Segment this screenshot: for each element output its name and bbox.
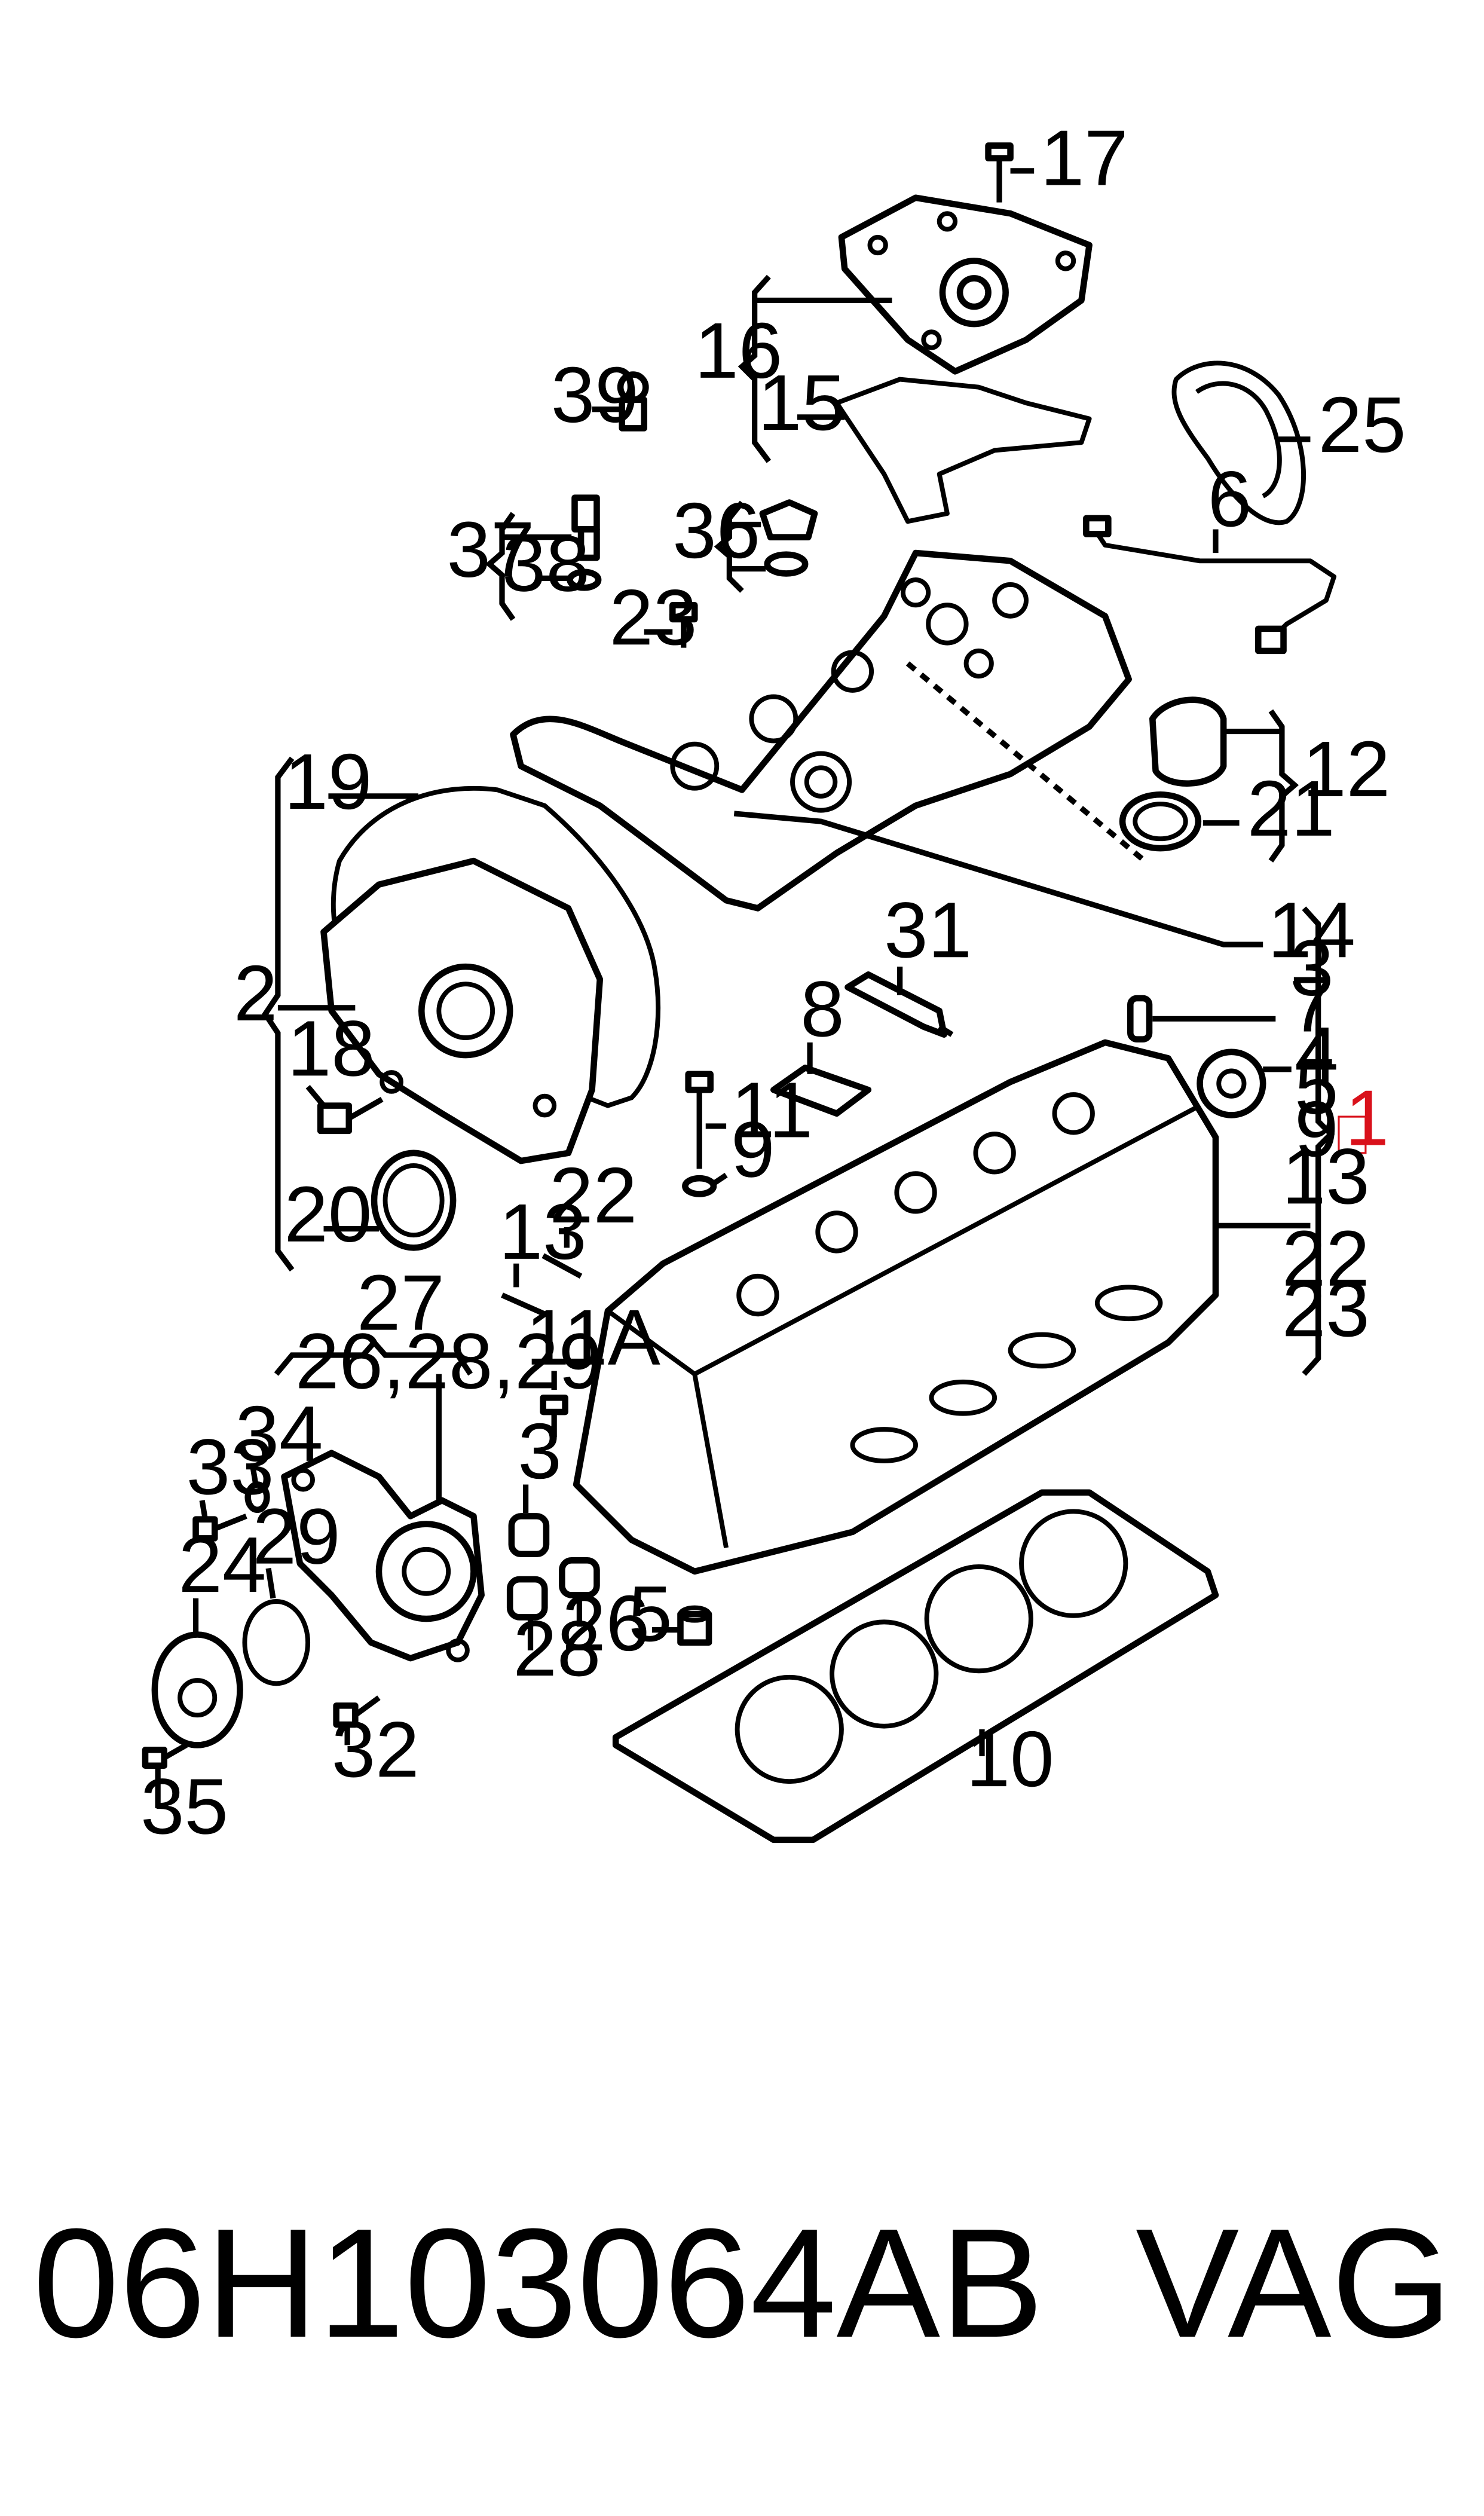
callout-39: 39 xyxy=(551,350,639,439)
valve-37 xyxy=(567,494,602,591)
pipe-6 xyxy=(1083,515,1337,655)
highlight-box xyxy=(1338,1115,1367,1154)
gasket-25 xyxy=(1171,360,1306,525)
callout-22: 22 xyxy=(549,1151,637,1239)
callout-17: 17 xyxy=(1041,114,1128,202)
callout-32: 32 xyxy=(332,1705,420,1793)
callout-28: 28 xyxy=(513,1604,601,1692)
callout-22-right: 22 xyxy=(1282,1214,1370,1303)
callout-27: 27 xyxy=(357,1258,445,1347)
leader-lines xyxy=(155,168,1335,1809)
callout-14: 14 xyxy=(1268,885,1356,974)
gasket-15 xyxy=(834,377,1092,524)
callout-11: 11 xyxy=(731,1065,813,1154)
flange-24 xyxy=(151,1631,243,1748)
bolt-11 xyxy=(682,1071,717,1197)
lifter-26 xyxy=(559,1557,600,1598)
pin-7 xyxy=(1127,995,1153,1043)
callout-2: 2 xyxy=(234,949,277,1037)
callout-34: 34 xyxy=(235,1389,323,1478)
plug-39 xyxy=(617,371,649,432)
callout-4: 4 xyxy=(1295,1010,1338,1099)
callout-38: 38 xyxy=(502,519,590,607)
callout-5: 5 xyxy=(628,1569,672,1658)
callout-19: 19 xyxy=(284,737,372,826)
callout-20: 20 xyxy=(284,1170,372,1258)
bolt-32 xyxy=(333,1695,381,1728)
stud-13 xyxy=(501,1292,546,1317)
head-gasket-10 xyxy=(612,1489,1219,1844)
bolt-33 xyxy=(192,1514,247,1542)
callout-3: 3 xyxy=(518,1407,561,1495)
lifter-3 xyxy=(508,1513,550,1558)
valve-cover-14 xyxy=(510,549,1132,912)
bolt-18 xyxy=(317,1097,384,1135)
callout-13-right: 13 xyxy=(1282,1132,1370,1220)
cap-36 xyxy=(759,499,818,577)
callout-26-28-29: 26,28,29 xyxy=(295,1316,602,1405)
washer-34 xyxy=(244,1481,270,1514)
callout-9: 9 xyxy=(731,1105,775,1193)
callout-31: 31 xyxy=(884,885,972,974)
vacuum-pump-27 xyxy=(281,1450,485,1662)
cylinder-head-1 xyxy=(573,1039,1219,1575)
callout-24: 24 xyxy=(178,1520,266,1609)
callout-12: 12 xyxy=(1302,724,1390,813)
callout-15: 15 xyxy=(758,358,846,447)
callout-7: 7 xyxy=(1290,959,1333,1048)
callout-11A: 11A xyxy=(526,1293,660,1381)
callout-16: 16 xyxy=(694,306,782,395)
callout-13: 13 xyxy=(499,1187,587,1276)
timing-cover-2 xyxy=(320,857,604,1164)
callout-29: 29 xyxy=(253,1492,341,1580)
callout-23-top: 23 xyxy=(610,573,697,661)
gear-4 xyxy=(1197,1048,1266,1118)
filler-cap-12 xyxy=(1119,696,1227,852)
bolt-35 xyxy=(142,1742,188,1769)
callout-23-right: 23 xyxy=(1282,1264,1370,1353)
callout-25: 25 xyxy=(1318,380,1406,469)
callout-21: 21 xyxy=(1247,764,1335,852)
callout-labels: 17 16 15 25 39 6 37 38 36 23 12 21 19 14… xyxy=(140,114,1406,1851)
sealant-tube-31 xyxy=(844,971,954,1038)
callout-37: 37 xyxy=(447,505,535,594)
breather-housing-16 xyxy=(838,194,1093,375)
callout-35: 35 xyxy=(140,1762,228,1850)
bolt-23 xyxy=(669,601,698,648)
stud-22 xyxy=(541,1253,583,1279)
callout-33: 33 xyxy=(186,1422,274,1511)
footer-caption: 06H103064AB VAG xyxy=(0,2176,1484,2391)
valve-seal-5 xyxy=(677,1605,712,1646)
callout-10: 10 xyxy=(966,1714,1054,1803)
callout-3-right: 3 xyxy=(1290,924,1333,1012)
part-number: 06H103064AB xyxy=(33,2197,1044,2370)
callout-9-right: 9 xyxy=(1295,1084,1338,1173)
callout-26: 26 xyxy=(562,1579,650,1667)
brand-name: VAG xyxy=(1136,2197,1452,2370)
callout-1[interactable]: 1 xyxy=(1345,1074,1389,1162)
callout-36: 36 xyxy=(672,486,760,574)
callout-18: 18 xyxy=(287,1004,375,1092)
lifter-28 xyxy=(506,1576,548,1621)
callout-8: 8 xyxy=(800,964,844,1053)
callout-5-right: 5 xyxy=(1295,1042,1338,1130)
bolt-17 xyxy=(985,142,1014,203)
o-ring-29 xyxy=(242,1599,311,1686)
bolt-11A xyxy=(540,1394,568,1438)
plate-8 xyxy=(770,1064,872,1117)
seal-20 xyxy=(371,1150,457,1251)
callout-6: 6 xyxy=(1208,454,1252,543)
